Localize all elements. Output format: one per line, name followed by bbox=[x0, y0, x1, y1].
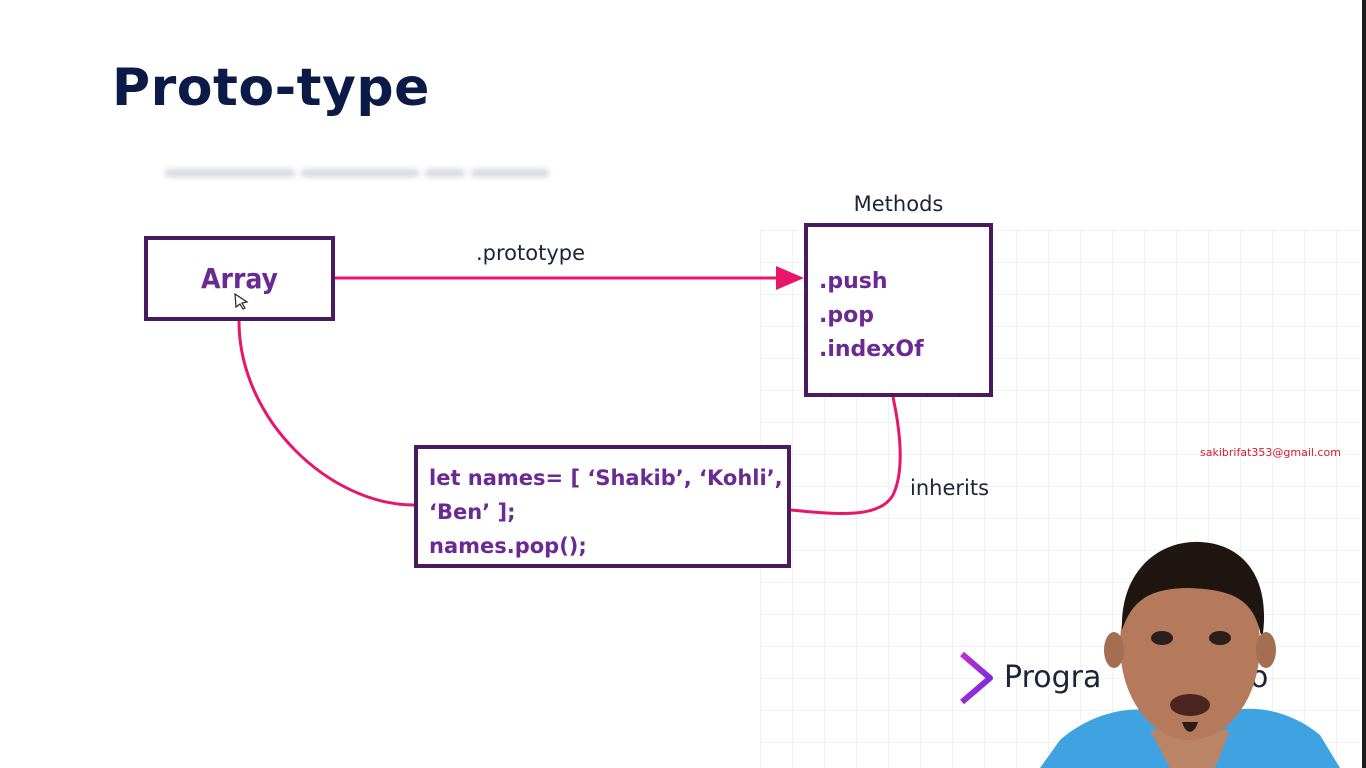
methods-header: Methods bbox=[853, 192, 944, 216]
inherits-connector bbox=[790, 396, 902, 516]
method-indexof: .indexOf bbox=[819, 337, 924, 362]
array-label: Array bbox=[201, 262, 278, 295]
code-line-3: names.pop(); bbox=[429, 534, 587, 558]
brand-name-left: Progra bbox=[1004, 660, 1102, 695]
prototype-arrowhead bbox=[776, 266, 804, 290]
array-to-code-connector bbox=[237, 320, 415, 507]
brand-logo-icon bbox=[949, 651, 993, 715]
window-edge bbox=[1362, 0, 1366, 768]
cursor-icon bbox=[234, 292, 249, 310]
slide-title: Proto-type bbox=[112, 58, 430, 118]
blurred-subtitle bbox=[165, 162, 600, 184]
method-push: .push bbox=[819, 269, 888, 294]
code-box: let names= [ ‘Shakib’, ‘Kohli’, ‘Ben’ ];… bbox=[414, 445, 791, 568]
method-pop: .pop bbox=[819, 303, 874, 328]
code-line-1: let names= [ ‘Shakib’, ‘Kohli’, bbox=[429, 466, 783, 490]
prototype-label: .prototype bbox=[476, 241, 586, 265]
methods-box: .push .pop .indexOf bbox=[804, 223, 993, 397]
code-line-2: ‘Ben’ ]; bbox=[429, 500, 516, 524]
inherits-label: inherits bbox=[910, 476, 990, 500]
presenter-webcam bbox=[1040, 541, 1340, 768]
email-watermark: sakibrifat353@gmail.com bbox=[1200, 446, 1341, 459]
array-box: Array bbox=[144, 236, 335, 321]
